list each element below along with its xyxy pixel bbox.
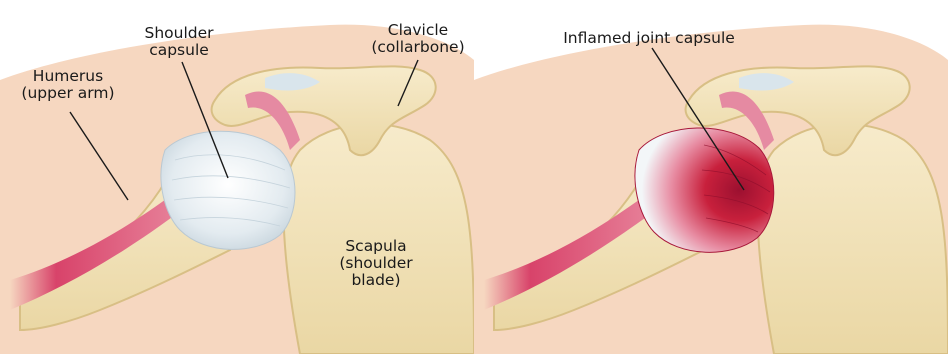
scapula-label: Scapula (shoulder blade) <box>326 238 426 289</box>
scapula-label-line3: blade) <box>326 272 426 289</box>
humerus-label-line2: (upper arm) <box>8 85 128 102</box>
inflamed-capsule-label: Inflamed joint capsule <box>544 30 754 47</box>
healthy-shoulder-panel: Humerus (upper arm) Shoulder capsule Cla… <box>0 0 474 354</box>
clavicle-label: Clavicle (collarbone) <box>362 22 474 56</box>
shoulder-capsule-label-line1: Shoulder <box>124 25 234 42</box>
shoulder-capsule-label-line2: capsule <box>124 42 234 59</box>
inflamed-capsule <box>635 128 774 252</box>
inflamed-capsule-label-line1: Inflamed joint capsule <box>544 30 754 47</box>
scapula-label-line1: Scapula <box>326 238 426 255</box>
clavicle-label-line2: (collarbone) <box>362 39 474 56</box>
clavicle-label-line1: Clavicle <box>362 22 474 39</box>
humerus-label-line1: Humerus <box>8 68 128 85</box>
scapula-label-line2: (shoulder <box>326 255 426 272</box>
shoulder-capsule-label: Shoulder capsule <box>124 25 234 59</box>
scapula-bone <box>758 124 948 354</box>
humerus-label: Humerus (upper arm) <box>8 68 128 102</box>
inflamed-shoulder-panel: Inflamed joint capsule <box>474 0 948 354</box>
inflamed-shoulder-illustration <box>474 0 948 354</box>
shoulder-capsule <box>161 131 295 249</box>
